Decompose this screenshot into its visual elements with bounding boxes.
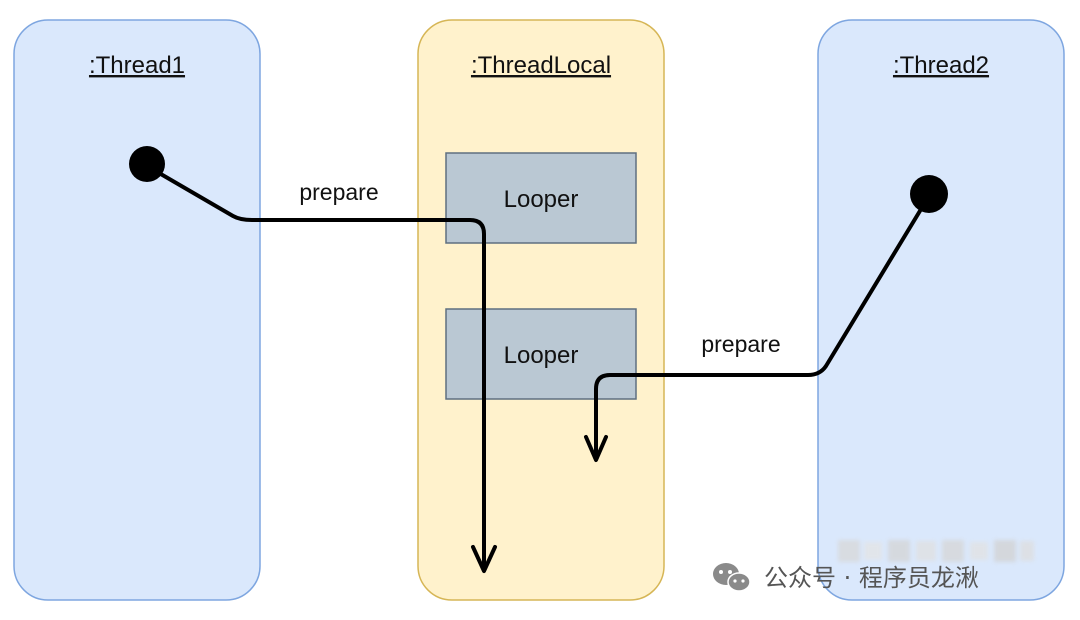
lane-thread1: :Thread1 (13, 19, 261, 601)
lane-thread1-box (13, 19, 261, 601)
edge-thread2-prepare: prepare (584, 175, 948, 462)
looper-box-1-label: Looper (504, 186, 579, 213)
looper-box-2: Looper (445, 308, 637, 400)
watermark-blur (838, 540, 1034, 562)
watermark-text: 公众号 · 程序员龙湫 (764, 564, 979, 592)
looper-box-2-label: Looper (504, 342, 579, 369)
wechat-icon (713, 563, 751, 592)
looper-box-1: Looper (445, 152, 637, 244)
edge-thread1-prepare: prepare (129, 146, 497, 573)
lane-thread2: :Thread2 (817, 19, 1065, 601)
edge-thread1-label: prepare (299, 179, 378, 205)
watermark: 公众号 · 程序员龙湫 (713, 540, 1034, 592)
edge-thread2-path (594, 194, 931, 461)
edge-thread1-start-dot (129, 146, 165, 182)
edge-thread2-start-dot (910, 175, 948, 213)
lane-thread1-title: :Thread1 (89, 52, 185, 79)
looper-box-2-rect (445, 308, 637, 400)
edge-thread1-arrowhead (471, 545, 497, 573)
lane-threadlocal-title: :ThreadLocal (471, 52, 611, 79)
lane-thread2-title: :Thread2 (893, 52, 989, 79)
edge-thread2-label: prepare (701, 331, 780, 357)
looper-box-1-rect (445, 152, 637, 244)
edge-thread2-arrowhead (584, 435, 608, 462)
edge-thread1-path (145, 164, 486, 572)
lane-thread2-box (817, 19, 1065, 601)
